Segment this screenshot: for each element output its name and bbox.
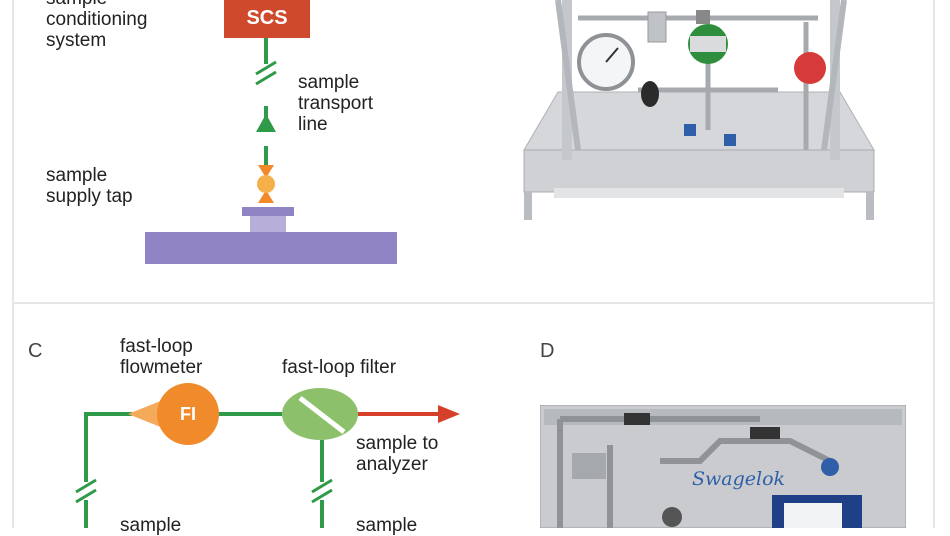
line-break-mark bbox=[255, 60, 277, 86]
frame-left-border bbox=[12, 0, 14, 528]
transport-label: sample transport line bbox=[298, 72, 373, 135]
scs-box bbox=[224, 0, 310, 38]
flow-arrow-up bbox=[256, 114, 276, 132]
supply-tap-valve bbox=[257, 165, 275, 203]
filter-label: fast-loop filter bbox=[282, 357, 397, 378]
flowmeter-tail bbox=[128, 398, 168, 430]
photo-enclosure-panel: Swagelok bbox=[540, 405, 906, 528]
panel-base-front bbox=[523, 149, 875, 193]
black-valve-knob-icon bbox=[641, 81, 659, 107]
frame-right-border bbox=[933, 0, 935, 528]
brand-logo-swagelok: Swagelok bbox=[692, 468, 785, 490]
red-valve-knob-icon bbox=[794, 52, 826, 84]
flowmeter-body bbox=[157, 383, 219, 445]
bottom-right-label: sample bbox=[356, 515, 418, 536]
filter-slash bbox=[298, 396, 346, 434]
photo-conditioning-panel bbox=[523, 0, 875, 220]
fast-loop-lines bbox=[84, 412, 324, 528]
conditioning-label: sample conditioning system bbox=[46, 0, 148, 51]
fi-label: FI bbox=[180, 404, 196, 424]
panel-letter-d: D bbox=[540, 340, 555, 362]
flowmeter-label: fast-loop flowmeter bbox=[120, 336, 203, 378]
process-pipe bbox=[145, 232, 397, 264]
scs-box-label: SCS bbox=[246, 7, 288, 29]
frame-middle-divider bbox=[14, 302, 933, 304]
bottom-left-label: sample bbox=[120, 515, 182, 536]
to-analyzer-label: sample to analyzer bbox=[356, 433, 439, 475]
tap-flange bbox=[242, 207, 294, 216]
analyzer-arrow-head bbox=[438, 405, 460, 423]
line-break-mark-left bbox=[75, 478, 97, 504]
line-break-mark-right bbox=[311, 478, 333, 504]
supply-tap-label: sample supply tap bbox=[46, 165, 133, 207]
tap-stub bbox=[250, 216, 286, 232]
panel-letter-c: C bbox=[28, 340, 43, 362]
